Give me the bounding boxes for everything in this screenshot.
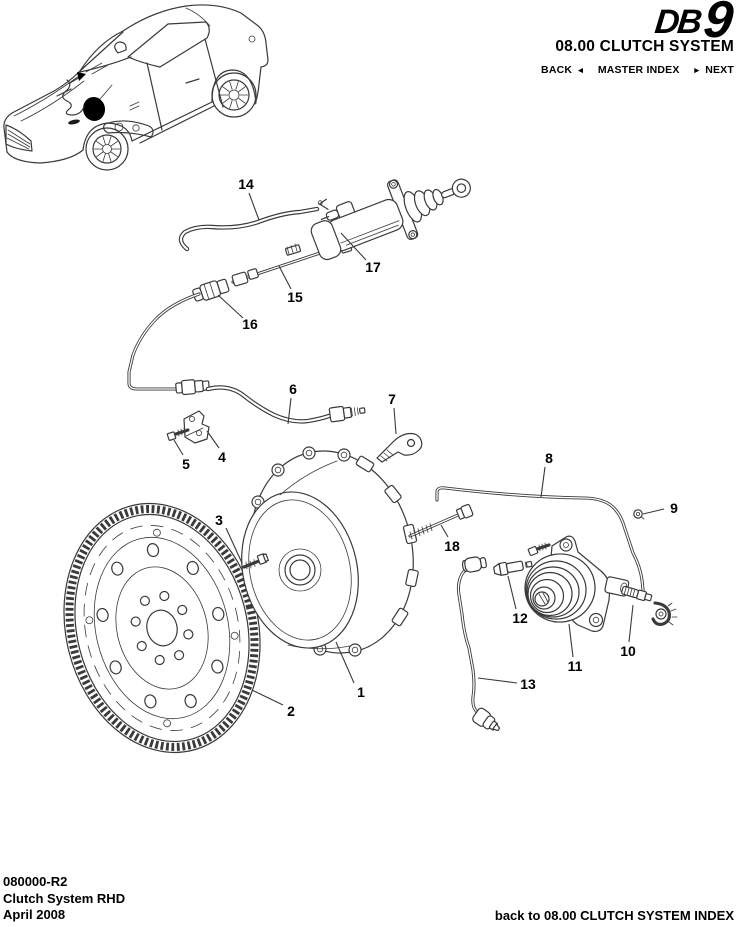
part-10-bleed-fitting (621, 585, 678, 626)
part-7-bracket (376, 432, 423, 463)
part-14-hose (178, 206, 320, 252)
callout-number-2: 2 (287, 703, 295, 719)
bonnet-badge (68, 119, 80, 125)
nav-bar: BACK ◄ MASTER INDEX ► NEXT (541, 64, 734, 76)
callout-leader-8 (540, 466, 546, 498)
callout-leader-7 (393, 407, 397, 435)
callout-number-15: 15 (287, 289, 303, 305)
part-9-clip (633, 509, 645, 520)
db9-logo-db: DB (652, 3, 703, 41)
clutch-location-highlight (82, 97, 106, 121)
back-to-index: back to 08.00 CLUTCH SYSTEM INDEX (495, 908, 734, 923)
nav-next-label: NEXT (705, 64, 734, 76)
callout-leader-9 (642, 508, 665, 515)
callout-number-8: 8 (545, 450, 553, 466)
callout-leader-3 (225, 527, 243, 564)
callout-leader-17 (340, 232, 367, 261)
part-8-pipe (435, 486, 646, 601)
nav-master-index-label: MASTER INDEX (597, 64, 680, 76)
callout-number-7: 7 (388, 391, 396, 407)
headlamp (102, 120, 154, 138)
callout-number-5: 5 (182, 456, 190, 472)
part-4-bracket (183, 410, 210, 444)
callout-leader-5 (173, 439, 184, 456)
callout-leader-6 (287, 397, 292, 425)
car-illustration (3, 4, 269, 171)
back-arrow-icon: ◄ (576, 65, 585, 75)
callout-leader-18 (440, 524, 449, 538)
callout-number-12: 12 (512, 610, 528, 626)
part-17-master-cylinder (310, 178, 471, 261)
callout-number-4: 4 (218, 449, 226, 465)
nav-back-label: BACK (541, 64, 573, 76)
callout-number-11: 11 (568, 658, 583, 674)
routing-arrow-icon (77, 72, 86, 81)
rear-wheel (211, 72, 257, 118)
page-title: 08.00 CLUTCH SYSTEM (555, 38, 734, 55)
nav-next[interactable]: ► NEXT (693, 64, 734, 76)
part-6-flexible-hose (175, 379, 366, 424)
nav-back[interactable]: BACK ◄ (541, 64, 585, 76)
callout-number-13: 13 (520, 676, 536, 692)
callout-number-17: 17 (365, 259, 381, 275)
callout-leader-15 (278, 265, 292, 290)
document-info: 080000-R2 Clutch System RHD April 2008 (3, 874, 125, 924)
front-wheel (85, 127, 129, 171)
document-title: Clutch System RHD (3, 890, 126, 906)
callout-number-16: 16 (242, 316, 258, 332)
callout-leader-2 (251, 689, 284, 706)
callout-number-10: 10 (620, 643, 636, 659)
document-date: April 2008 (3, 907, 66, 922)
callout-leader-10 (628, 604, 634, 643)
clutch-pipe-run (127, 292, 201, 391)
callout-number-14: 14 (238, 176, 254, 192)
callout-leader-13 (477, 677, 518, 684)
grille (5, 124, 33, 152)
callout-number-9: 9 (670, 500, 678, 516)
db9-logo-nine: 9 (701, 0, 737, 49)
nav-master-index[interactable]: MASTER INDEX (598, 64, 680, 76)
part-16-connector (192, 278, 230, 302)
part-11-slave-cylinder (524, 535, 630, 633)
callout-leader-1 (335, 641, 355, 684)
part-12-fitting (461, 556, 533, 576)
part-1-clutch-cover (241, 446, 419, 657)
callout-number-1: 1 (357, 684, 365, 700)
part-3-bolt (242, 553, 269, 570)
part-5-bolt (166, 427, 190, 441)
callout-number-18: 18 (444, 538, 460, 554)
callout-leader-14 (248, 192, 260, 221)
callout-leader-11 (568, 623, 574, 658)
callout-leader-16 (217, 294, 244, 319)
next-arrow-icon: ► (692, 65, 702, 75)
part-13-pipe (456, 565, 501, 732)
callout-number-6: 6 (289, 381, 297, 397)
callout-leader-4 (206, 430, 220, 449)
callout-number-3: 3 (215, 512, 223, 528)
part-2-flywheel (63, 502, 261, 754)
back-to-index-link[interactable]: back to 08.00 CLUTCH SYSTEM INDEX (494, 908, 734, 923)
callout-leader-12 (507, 575, 517, 610)
document-number: 080000-R2 (3, 874, 68, 889)
part-18-bolt (408, 503, 474, 540)
